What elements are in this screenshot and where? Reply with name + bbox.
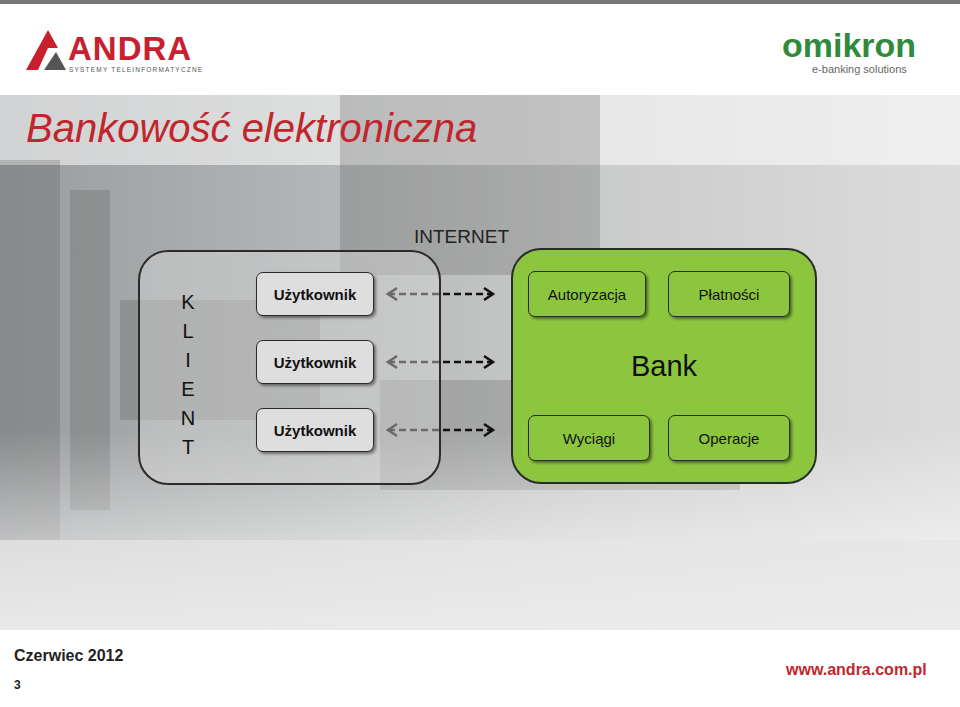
node-text: Wyciągi <box>563 430 615 447</box>
date-label: Czerwiec 2012 <box>14 647 123 665</box>
user-box: Użytkownik <box>256 408 374 452</box>
node-text: Użytkownik <box>274 286 357 303</box>
logo-subtitle: SYSTEMY TELEINFORMATYCZNE <box>69 66 203 73</box>
node-text: Bank <box>513 350 815 383</box>
user-box: Użytkownik <box>256 272 374 316</box>
bank-function-box: Autoryzacja <box>528 271 646 317</box>
andra-logo-mark <box>44 52 66 70</box>
node-text: K L I E N T <box>178 288 198 462</box>
slide-title: Bankowość elektroniczna <box>26 106 477 151</box>
arrowhead <box>484 288 493 300</box>
client-group: K L I E N TUżytkownikUżytkownikUżytkowni… <box>138 250 441 485</box>
network-label: INTERNET <box>414 226 509 248</box>
arrowhead <box>484 356 493 368</box>
node-text: Użytkownik <box>274 354 357 371</box>
logo-subtitle: e-banking solutions <box>812 63 907 75</box>
page-number: 3 <box>14 678 21 692</box>
arrowhead <box>484 424 493 436</box>
bank-group: Bank Autoryzacja PłatnościWyciągi Operacje <box>511 248 817 484</box>
bank-function-box: Operacje <box>668 415 790 461</box>
user-box: Użytkownik <box>256 340 374 384</box>
node-text: Operacje <box>699 430 760 447</box>
bank-function-box: Płatności <box>668 271 790 317</box>
bank-function-box: Wyciągi <box>528 415 650 461</box>
logo-text: ANDRA <box>68 30 192 68</box>
node-text: Płatności <box>699 286 760 303</box>
node-text: Autoryzacja <box>548 286 626 303</box>
logo-text: omikron <box>782 26 916 65</box>
node-text: Użytkownik <box>274 422 357 439</box>
website-label: www.andra.com.pl <box>786 661 927 679</box>
